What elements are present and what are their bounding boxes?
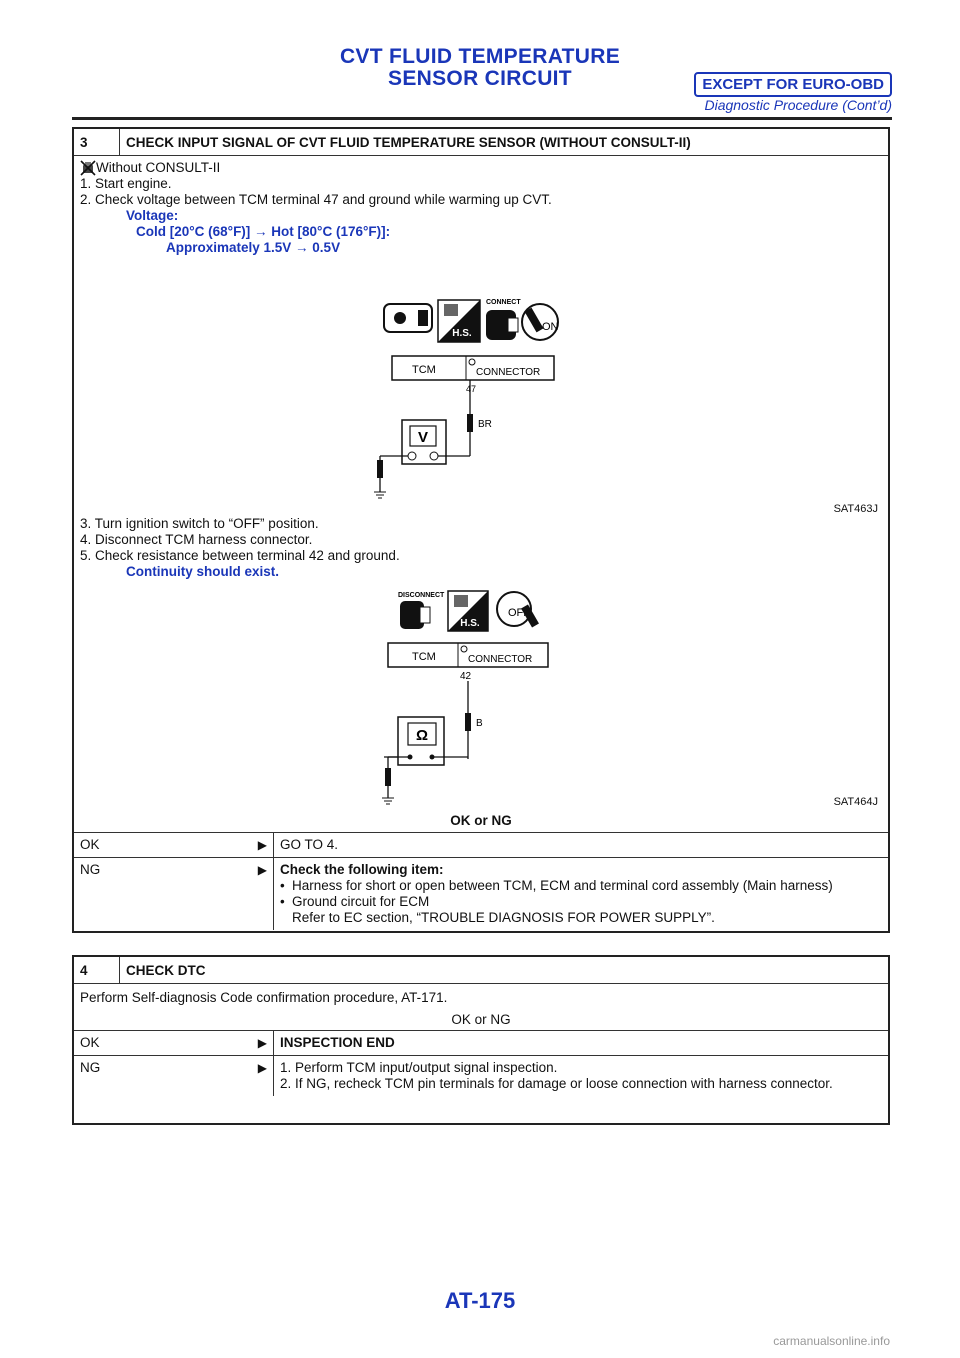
step3-s3: 3. Turn ignition switch to “OFF” positio… [80, 516, 319, 531]
title-line-2: SENSOR CIRCUIT [388, 67, 572, 90]
mode-line: Without CONSULT-II [80, 160, 882, 176]
ng-bullet-2: •Ground circuit for ECM [280, 894, 430, 909]
terminal-42: 42 [460, 671, 472, 682]
ok-label: OK [80, 837, 100, 852]
tcm-connector-2: TCM CONNECTOR [387, 642, 549, 668]
ok-action: GO TO 4. [280, 837, 339, 852]
spec-line1: Cold [20°C (68°F)] → Hot [80°C (176°F)]: [136, 224, 391, 239]
page-title: CVT FLUID TEMPERATURE SENSOR CIRCUIT [290, 46, 670, 90]
spec2: Continuity should exist. [126, 564, 280, 579]
page-number: AT-175 [444, 1288, 516, 1313]
step3-s1: 1. Start engine. [80, 176, 172, 191]
spec-label: Voltage: [126, 208, 179, 223]
step3-okng: OK or NG [450, 813, 512, 828]
ng-action: Check the following item: •Harness for s… [274, 858, 888, 930]
disconnect-label: DISCONNECT [398, 592, 445, 599]
key-off-icon: OFF [496, 591, 539, 628]
ng-bullet-2b: Refer to EC section, “TROUBLE DIAGNOSIS … [292, 910, 715, 925]
connect-icon: CONNECT [486, 299, 521, 340]
step3-ok-row: OK ▶ GO TO 4. [74, 832, 888, 857]
spec-line2: Approximately 1.5V → 0.5V [166, 240, 341, 255]
terminal-47: 47 [466, 384, 476, 394]
hs-harness-icon-2: H.S. [447, 590, 489, 632]
connector-label: CONNECTOR [476, 367, 540, 378]
ok-label-4: OK [80, 1035, 100, 1050]
step3-s2: 2. Check voltage between TCM terminal 47… [80, 192, 552, 207]
wire-br: BR [478, 419, 492, 430]
arrow-right-icon: ▶ [257, 1061, 267, 1075]
step4-ok-row: OK ▶ INSPECTION END [74, 1030, 888, 1055]
voltmeter-icon: V [401, 419, 447, 465]
ng-label-4: NG [80, 1060, 101, 1075]
step3-title: CHECK INPUT SIGNAL OF CVT FLUID TEMPERAT… [126, 134, 691, 150]
step4-title: CHECK DTC [126, 962, 206, 978]
connect-label: CONNECT [486, 299, 521, 306]
step3-header: 3 CHECK INPUT SIGNAL OF CVT FLUID TEMPER… [74, 129, 888, 156]
meter-v: V [418, 429, 428, 446]
engine-icon [383, 303, 433, 333]
mode-text: Without CONSULT-II [96, 160, 221, 175]
ground-symbol-2 [382, 756, 398, 805]
key-on-icon: ON [521, 303, 559, 341]
ng-4-1: 1. Perform TCM input/output signal inspe… [280, 1060, 558, 1075]
step3-body: Without CONSULT-II 1. Start engine. 2. C… [74, 156, 888, 810]
no-consult-icon [80, 160, 96, 176]
tcm-connector: TCM CONNECTOR [391, 355, 555, 381]
step4-okng: OK or NG [451, 1012, 511, 1027]
ok-action-4: INSPECTION END [280, 1035, 395, 1050]
ng-bullet-1: •Harness for short or open between TCM, … [280, 878, 833, 893]
hs-harness-icon: H.S. [437, 299, 481, 343]
figure-caption-1: SAT463J [833, 503, 878, 515]
step3-s4: 4. Disconnect TCM harness connector. [80, 532, 313, 547]
section-badge: EXCEPT FOR EURO-OBD [694, 72, 892, 97]
ng-action-4: 1. Perform TCM input/output signal inspe… [274, 1056, 888, 1096]
step4-box: 4 CHECK DTC Perform Self-diagnosis Code … [72, 955, 890, 1125]
header-rule [72, 117, 892, 120]
figure-sat464j: DISCONNECT H.S. OFF TCM CONNECTOR [384, 590, 549, 766]
hs-label: H.S. [452, 328, 472, 339]
ohmmeter-icon: Ω [397, 716, 445, 766]
disconnect-icon: DISCONNECT [398, 592, 445, 629]
ng-label: NG [80, 862, 101, 877]
step4-header: 4 CHECK DTC [74, 957, 888, 984]
watermark: carmanualsonline.info [773, 1334, 890, 1348]
tcm-label: TCM [412, 364, 436, 376]
step3-number: 3 [74, 129, 120, 155]
hs-label-2: H.S. [460, 618, 480, 629]
step4-ng-row: NG ▶ 1. Perform TCM input/output signal i… [74, 1055, 888, 1096]
arrow-right-icon: ▶ [257, 1036, 267, 1050]
connector-label-2: CONNECTOR [468, 654, 532, 665]
step3-box: 3 CHECK INPUT SIGNAL OF CVT FLUID TEMPER… [72, 127, 890, 933]
ng-title: Check the following item: [280, 862, 444, 877]
on-label: ON [542, 321, 559, 333]
arrow-right-icon: ▶ [257, 863, 267, 877]
step3-ng-row: NG ▶ Check the following item: •Harness f… [74, 857, 888, 930]
wire-b: B [476, 718, 483, 729]
figure-caption-2: SAT464J [833, 796, 878, 808]
ng-4-2: 2. If NG, recheck TCM pin terminals for … [280, 1076, 833, 1091]
meter-ohm: Ω [416, 727, 428, 744]
arrow-right-icon: ▶ [257, 838, 267, 852]
step4-number: 4 [74, 957, 120, 983]
tcm-label-2: TCM [412, 651, 436, 663]
figure-sat463j: H.S. CONNECT ON TCM CONNECTOR 47 [374, 299, 559, 499]
title-line-1: CVT FLUID TEMPERATURE [339, 45, 621, 68]
page-subtitle: Diagnostic Procedure (Cont’d) [704, 97, 892, 113]
step4-body: Perform Self-diagnosis Code confirmation… [80, 990, 448, 1005]
step3-s5: 5. Check resistance between terminal 42 … [80, 548, 400, 563]
